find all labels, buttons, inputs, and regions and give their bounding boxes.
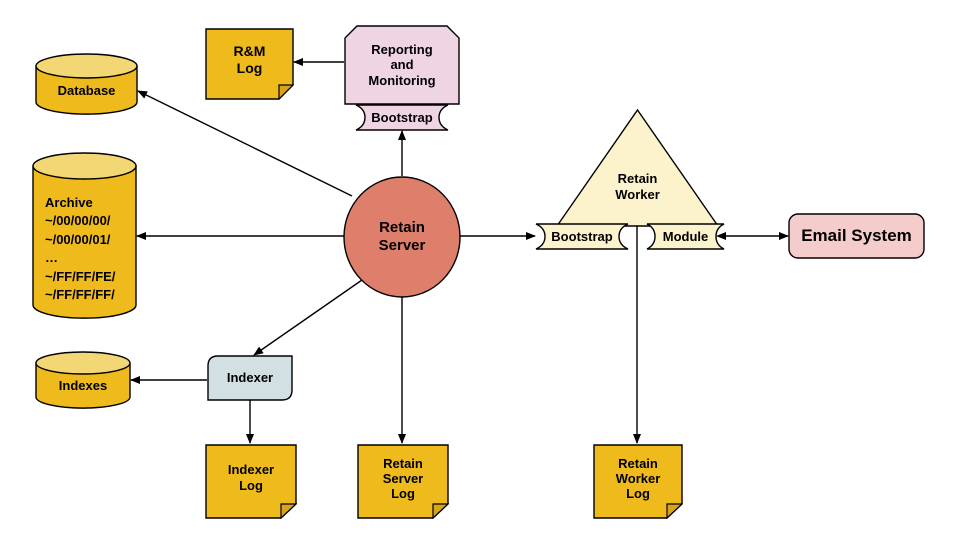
triangle-shape — [555, 108, 720, 227]
node-indexer[interactable]: Indexer — [207, 355, 293, 401]
node-reporting-monitoring[interactable]: Reporting and Monitoring — [344, 25, 460, 105]
rounded-corner-rect-shape — [207, 355, 293, 401]
node-retain-worker-log[interactable]: Retain Worker Log — [593, 444, 683, 519]
flared-rect-shape — [355, 104, 449, 131]
cylinder-shape — [32, 152, 137, 319]
node-rm-bootstrap[interactable]: Bootstrap — [355, 104, 449, 131]
node-indexer-log[interactable]: Indexer Log — [205, 444, 297, 519]
octagon-shape — [344, 25, 460, 105]
node-indexes[interactable]: Indexes — [35, 351, 131, 409]
flared-rect-shape — [646, 223, 725, 250]
node-retain-worker[interactable]: Retain Worker — [555, 108, 720, 228]
cylinder-shape — [35, 53, 138, 115]
note-shape — [205, 28, 294, 100]
node-database[interactable]: Database — [35, 53, 138, 115]
rounded-rect-shape — [788, 213, 925, 259]
edge-server-to-database — [137, 90, 353, 197]
cylinder-shape — [35, 351, 131, 409]
node-rm-log[interactable]: R&M Log — [205, 28, 294, 100]
note-shape — [205, 444, 297, 519]
node-worker-module[interactable]: Module — [646, 223, 725, 250]
note-shape — [593, 444, 683, 519]
note-shape — [357, 444, 449, 519]
ellipse-shape — [343, 176, 461, 298]
flared-rect-shape — [535, 223, 629, 250]
node-worker-bootstrap[interactable]: Bootstrap — [535, 223, 629, 250]
node-email-system[interactable]: Email System — [788, 213, 925, 259]
node-retain-server[interactable]: Retain Server — [343, 176, 461, 298]
node-retain-server-log[interactable]: Retain Server Log — [357, 444, 449, 519]
node-archive[interactable]: Archive ~/00/00/00/ ~/00/00/01/ … ~/FF/F… — [32, 152, 137, 320]
